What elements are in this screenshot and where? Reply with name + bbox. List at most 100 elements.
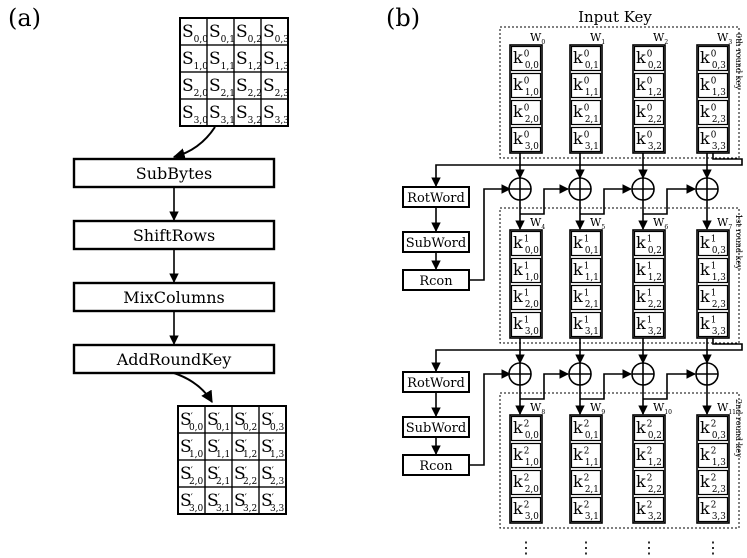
key-cell <box>510 230 542 257</box>
key-cell <box>510 284 542 311</box>
key-cell <box>697 257 729 284</box>
op-label: RotWord <box>407 191 465 206</box>
key-cell <box>633 45 665 72</box>
feed-to-rotword <box>431 153 743 187</box>
state-cell-label: S′1,0 <box>180 437 204 460</box>
round-box <box>499 26 740 159</box>
chain-line <box>643 369 696 400</box>
continuation-ellipsis: ⋮ <box>518 538 534 557</box>
key-cell <box>510 72 542 99</box>
word-label: W10 <box>653 401 672 416</box>
key-cell <box>697 442 729 469</box>
key-cell <box>633 415 665 442</box>
key-cell <box>510 126 542 153</box>
state-cell <box>258 486 287 515</box>
word-label: W11 <box>717 401 736 416</box>
state-cell-label: S′2,0 <box>180 464 204 487</box>
key-column <box>632 229 666 339</box>
state-cell-label: S′2,1 <box>207 464 230 487</box>
state-cell-label: S′3,1 <box>207 491 230 514</box>
key-cell <box>510 415 542 442</box>
op-label: Rcon <box>419 459 453 474</box>
chain-line <box>580 369 632 400</box>
state-cell-label: S′0,3 <box>261 410 285 433</box>
op-label: SubWord <box>406 236 466 251</box>
key-cell <box>570 230 602 257</box>
step-label: SubBytes <box>136 164 212 183</box>
word-label: W9 <box>590 401 605 416</box>
state-cell-label: S3,0 <box>182 103 208 126</box>
key-cell <box>633 496 665 523</box>
key-cell <box>510 442 542 469</box>
input-key-title: Input Key <box>578 8 652 26</box>
step-label: ShiftRows <box>133 226 215 245</box>
key-column <box>569 44 603 154</box>
key-cell <box>570 284 602 311</box>
state-cell-label: S′0,0 <box>180 410 204 433</box>
key-cell <box>697 72 729 99</box>
state-cell-label: S′2,3 <box>261 464 285 487</box>
key-cell <box>570 496 602 523</box>
state-cell-label: S2,1 <box>209 76 235 99</box>
key-column <box>696 44 730 154</box>
key-column <box>696 414 730 524</box>
state-cell-label: S′3,0 <box>180 491 204 514</box>
state-cell-label: S2,2 <box>236 76 262 99</box>
key-cell <box>633 72 665 99</box>
word-label: W4 <box>530 216 545 231</box>
state-cell <box>260 98 289 127</box>
key-cell <box>570 311 602 338</box>
word-label: W8 <box>530 401 545 416</box>
op-label: RotWord <box>407 376 465 391</box>
state-cell-label: S0,0 <box>182 22 208 45</box>
panel-b-label: (b) <box>386 4 420 32</box>
continuation-ellipsis: ⋮ <box>641 538 657 557</box>
key-cell <box>510 469 542 496</box>
round-side-label: 1st round key <box>734 214 743 270</box>
round-side-label: 2nd round key <box>734 399 743 458</box>
key-cell <box>633 99 665 126</box>
state-cell-label: S′2,2 <box>234 464 257 487</box>
word-label: W5 <box>590 216 605 231</box>
key-cell <box>510 45 542 72</box>
key-column <box>632 44 666 154</box>
round-side-label: 0th round key <box>734 33 743 90</box>
key-cell <box>570 126 602 153</box>
key-cell <box>510 496 542 523</box>
key-column <box>569 414 603 524</box>
key-cell <box>633 284 665 311</box>
key-cell <box>510 257 542 284</box>
key-cell <box>697 496 729 523</box>
